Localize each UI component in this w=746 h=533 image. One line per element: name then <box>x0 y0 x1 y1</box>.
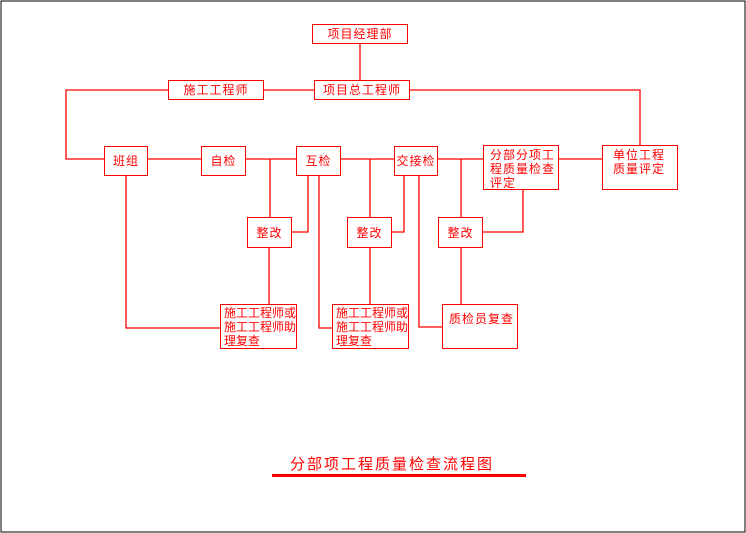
node-subitem-eval: 分部分项工程质量检查评定 <box>483 145 559 190</box>
node-construction-engineer: 施工工程师 <box>168 80 264 100</box>
connector <box>268 159 332 329</box>
node-rectify-3: 整改 <box>438 217 483 248</box>
node-rectify-1: 整改 <box>247 217 292 248</box>
node-unit-eval: 单位工程质量评定 <box>602 145 678 190</box>
node-rectify-2: 整改 <box>347 217 392 248</box>
node-recheck-1: 施工工程师或施工工程师助理复查 <box>220 304 297 349</box>
node-team: 班组 <box>104 146 148 176</box>
node-mutual-check: 互检 <box>296 146 341 176</box>
connector <box>369 159 405 304</box>
connector <box>460 159 524 304</box>
connector <box>125 175 220 329</box>
connector <box>418 175 442 328</box>
node-inspector-recheck: 质检员复查 <box>442 304 518 349</box>
connector <box>65 89 168 160</box>
connector <box>409 89 641 145</box>
node-handover-check: 交接检 <box>394 146 438 176</box>
node-recheck-2: 施工工程师或施工工程师助理复查 <box>332 304 409 349</box>
title-underline <box>272 474 526 477</box>
diagram-title: 分部项工程质量检查流程图 <box>290 455 495 473</box>
node-pm-dept: 项目经理部 <box>312 24 408 44</box>
node-chief-engineer: 项目总工程师 <box>314 80 410 100</box>
node-self-check: 自检 <box>201 146 246 176</box>
